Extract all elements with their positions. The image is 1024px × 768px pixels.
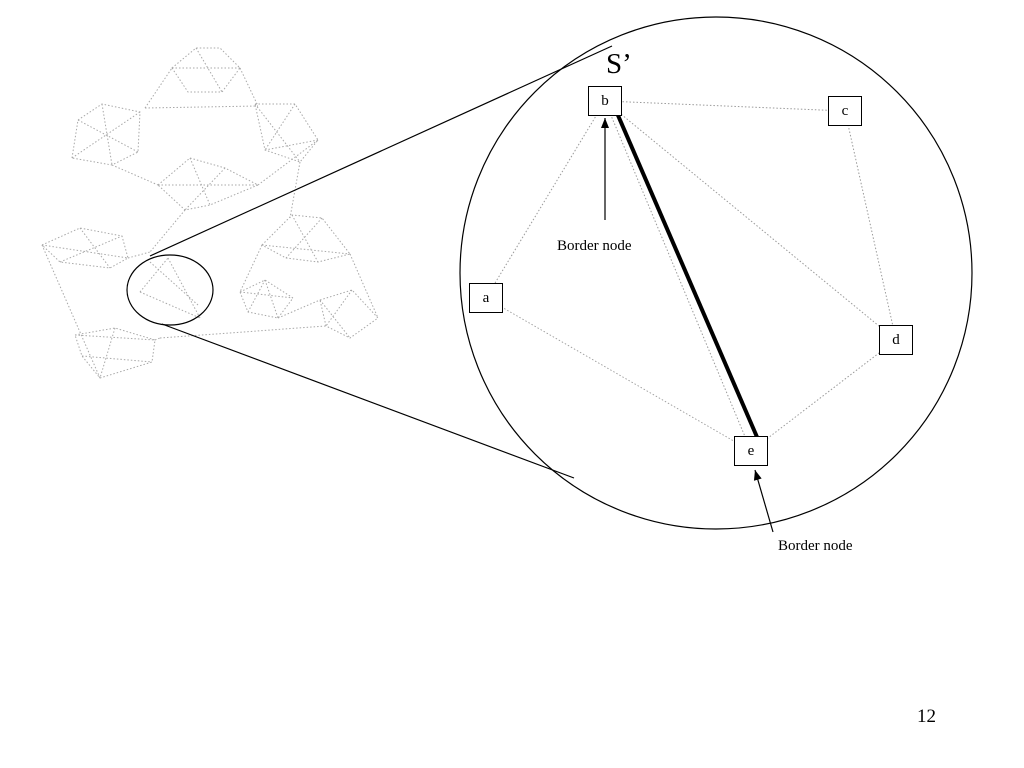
subgraph-circle bbox=[459, 16, 973, 530]
node-b: b bbox=[588, 86, 622, 116]
edge-a-e bbox=[485, 297, 752, 452]
edge-b-d bbox=[604, 100, 897, 341]
zoom-source-ellipse bbox=[126, 254, 214, 326]
edge-b-e-bold bbox=[615, 112, 759, 438]
border-node-label-e: Border node bbox=[778, 538, 853, 554]
page-number: 12 bbox=[917, 706, 936, 727]
edge-b-e bbox=[604, 100, 752, 452]
edge-b-c bbox=[604, 100, 846, 112]
node-c: c bbox=[828, 96, 862, 126]
zoom-line-top bbox=[149, 45, 613, 257]
node-d: d bbox=[879, 325, 913, 355]
border-arrow-b bbox=[601, 118, 609, 220]
edge-c-d bbox=[844, 110, 897, 341]
background-network bbox=[41, 47, 379, 379]
edge-layer bbox=[485, 100, 897, 452]
zoom-line-bottom bbox=[161, 323, 575, 479]
border-node-label-b: Border node bbox=[557, 238, 632, 254]
node-a: a bbox=[469, 283, 503, 313]
border-arrow-e bbox=[753, 469, 774, 533]
edge-d-e bbox=[750, 339, 897, 452]
node-e: e bbox=[734, 436, 768, 466]
arrow-layer bbox=[601, 118, 774, 533]
subgraph-label: S’ bbox=[606, 48, 632, 80]
